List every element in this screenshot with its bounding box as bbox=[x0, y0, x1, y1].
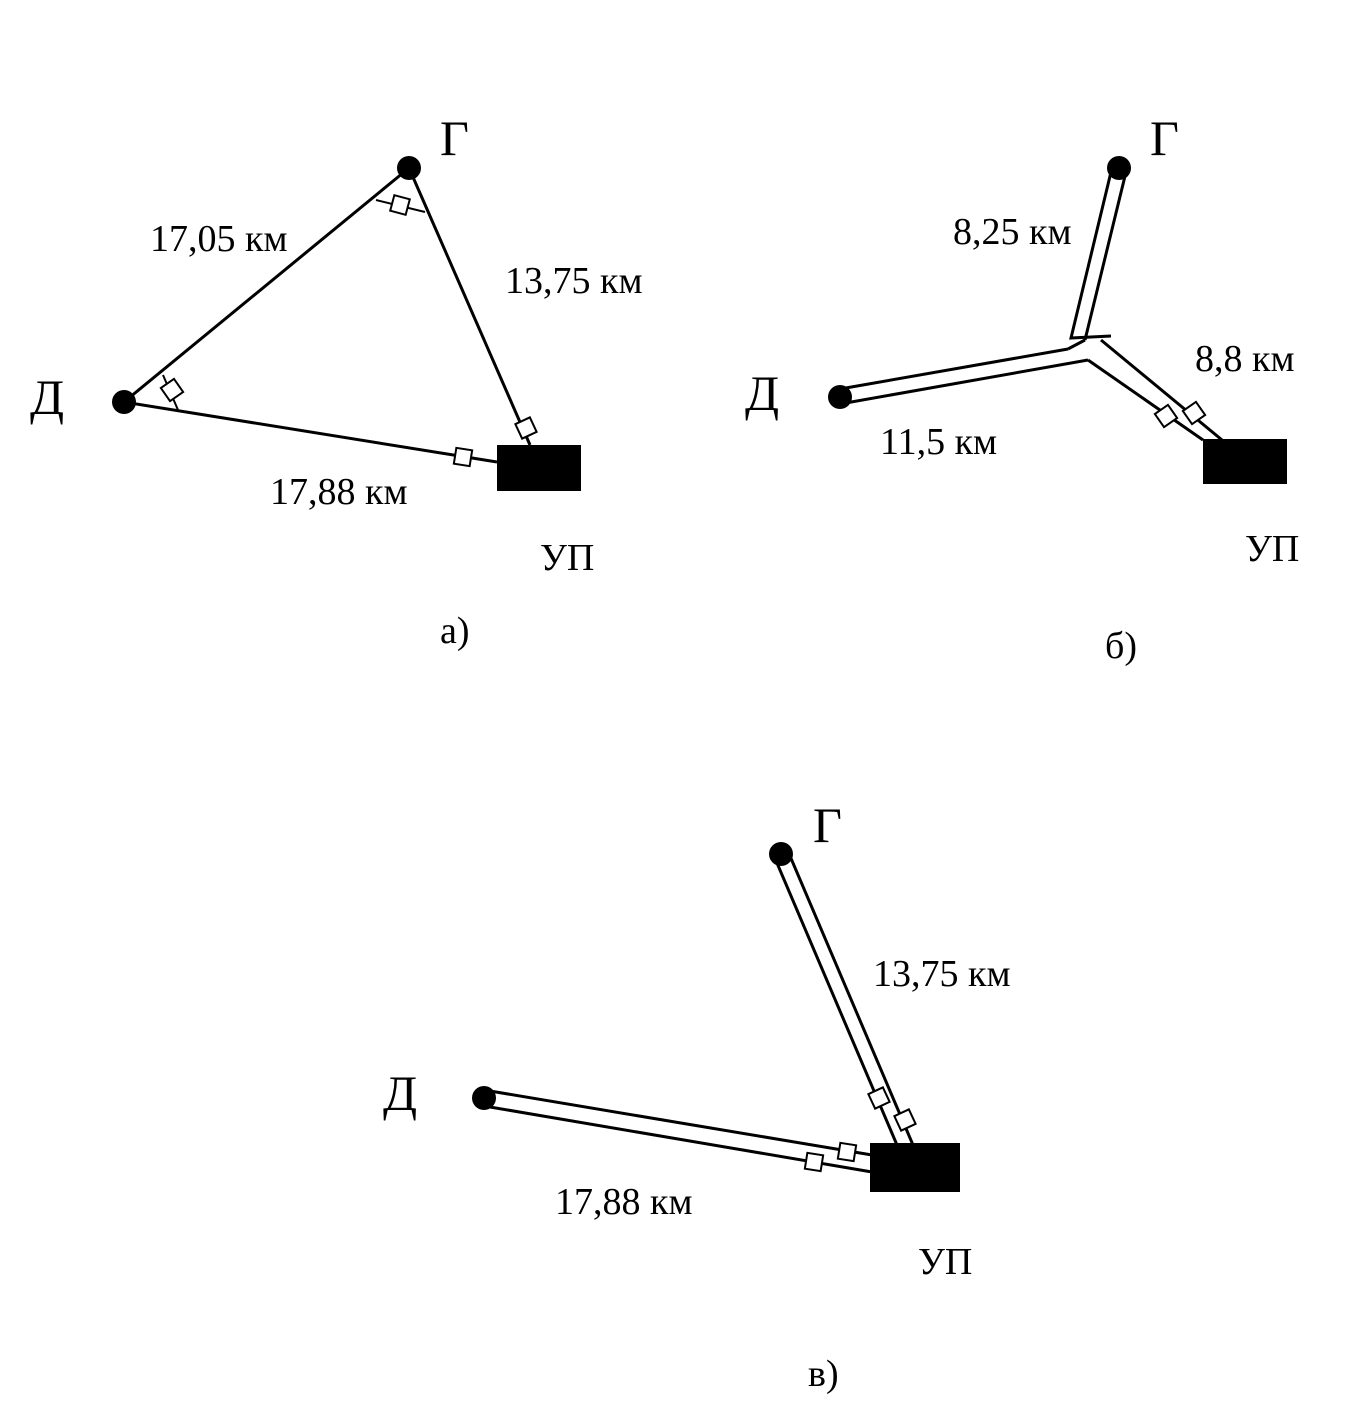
switch-marker bbox=[1153, 403, 1179, 429]
label-node-up: УП bbox=[918, 1241, 973, 1283]
switch-marker bbox=[893, 1108, 917, 1132]
cable-junction-up-inner bbox=[1087, 358, 1204, 442]
line-d-up bbox=[123, 400, 498, 464]
label-node-d: Д bbox=[383, 1065, 418, 1121]
cable-g-junction-inner bbox=[1083, 171, 1128, 341]
caption-b: б) bbox=[1105, 625, 1137, 667]
node-g-dot bbox=[397, 156, 421, 180]
cable-junction-up bbox=[1100, 338, 1223, 442]
diagram-a bbox=[112, 156, 581, 491]
switch-marker bbox=[452, 446, 474, 468]
label-dist-d-up: 17,88 км bbox=[555, 1181, 693, 1223]
cable-d-junction-inner bbox=[839, 358, 1089, 406]
up-block bbox=[497, 445, 581, 491]
switch-marker bbox=[1181, 400, 1207, 426]
node-d-dot bbox=[828, 385, 852, 409]
switch-marker bbox=[388, 193, 412, 217]
switch-marker bbox=[867, 1086, 891, 1110]
label-node-g: Г bbox=[440, 110, 469, 166]
cable-g-up-inner bbox=[788, 855, 915, 1146]
cable-g-junction bbox=[1069, 171, 1113, 340]
diagram-b bbox=[828, 156, 1287, 484]
diagram-c bbox=[472, 842, 960, 1192]
label-dist-g-up: 13,75 км bbox=[873, 953, 1011, 995]
label-dist-d-junction: 11,5 км bbox=[880, 421, 998, 463]
label-dist-d-up: 17,88 км bbox=[270, 471, 408, 513]
switch-marker bbox=[159, 377, 185, 403]
label-node-g: Г bbox=[1150, 110, 1179, 166]
caption-a: а) bbox=[440, 610, 470, 652]
label-dist-d-g: 17,05 км bbox=[150, 218, 288, 260]
node-g-dot bbox=[769, 842, 793, 866]
label-node-d: Д bbox=[745, 365, 780, 421]
label-node-g: Г bbox=[813, 797, 842, 853]
switch-marker bbox=[514, 416, 538, 440]
label-dist-g-junction: 8,25 км bbox=[953, 211, 1072, 253]
label-dist-g-up: 13,75 км bbox=[505, 260, 643, 302]
node-g-dot bbox=[1107, 156, 1131, 180]
cable-join bbox=[1067, 338, 1086, 351]
cable-d-up bbox=[483, 1088, 873, 1157]
label-dist-junction-up: 8,8 км bbox=[1195, 338, 1295, 380]
caption-c: в) bbox=[808, 1353, 839, 1395]
label-node-up: УП bbox=[1245, 528, 1300, 570]
switch-marker bbox=[836, 1141, 858, 1163]
node-d-dot bbox=[472, 1086, 496, 1110]
switch-marker bbox=[803, 1151, 825, 1173]
up-block bbox=[870, 1143, 960, 1192]
cable-d-junction bbox=[839, 347, 1069, 391]
line-g-up bbox=[407, 167, 532, 446]
line-d-g bbox=[123, 166, 410, 404]
node-d-dot bbox=[112, 390, 136, 414]
up-block bbox=[1203, 439, 1287, 484]
label-node-d: Д bbox=[30, 369, 65, 425]
label-node-up: УП bbox=[540, 537, 595, 579]
